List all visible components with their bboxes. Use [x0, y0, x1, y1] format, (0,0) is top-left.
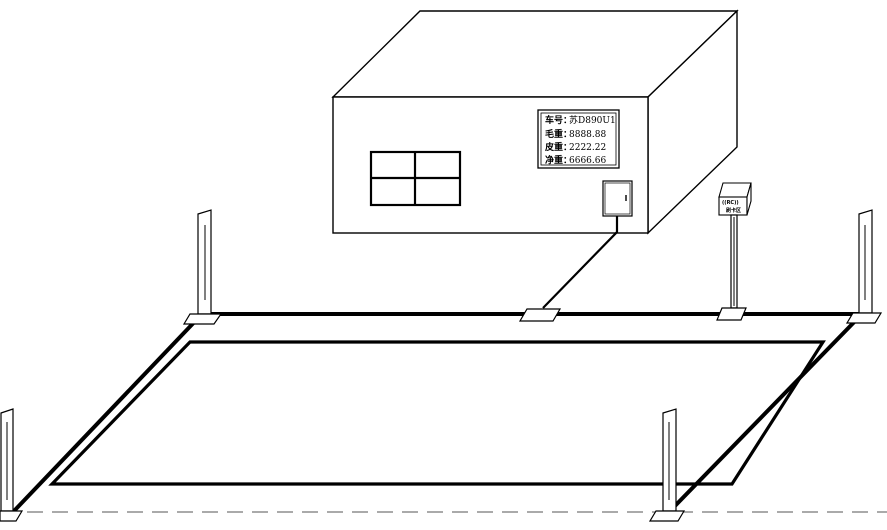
bollard-back-right	[845, 209, 883, 324]
booth-window	[369, 150, 462, 207]
reader-base	[716, 307, 747, 321]
platform-inner-deck	[48, 340, 826, 486]
scale-platform	[2, 312, 887, 513]
gross-label: 毛重：	[545, 128, 572, 140]
junction-box	[518, 308, 562, 322]
platform-left-edge	[12, 312, 204, 513]
plate-value: 苏D890U1	[569, 114, 616, 126]
signal-cable	[542, 216, 619, 309]
control-cabinet	[602, 180, 633, 217]
rfid-icon: ((RC))	[722, 200, 739, 206]
tare-label: 皮重：	[544, 141, 572, 153]
platform-right-edge	[668, 312, 864, 513]
bollard-front-right	[648, 408, 686, 522]
weight-display-panel: 车号： 苏D890U1 毛重： 8888.88 皮重： 2222.22 净重： …	[537, 109, 620, 169]
bollard-front-left	[0, 408, 24, 522]
card-reader: ((RC)) 刷卡区	[716, 182, 752, 321]
tare-value: 2222.22	[569, 143, 606, 153]
plate-label: 车号：	[545, 114, 572, 126]
net-value: 6666.66	[569, 156, 606, 166]
card-area-label: 刷卡区	[726, 207, 741, 214]
bollard-back-left	[182, 209, 223, 325]
net-label: 净重：	[545, 154, 572, 166]
gross-value: 8888.88	[569, 130, 606, 140]
